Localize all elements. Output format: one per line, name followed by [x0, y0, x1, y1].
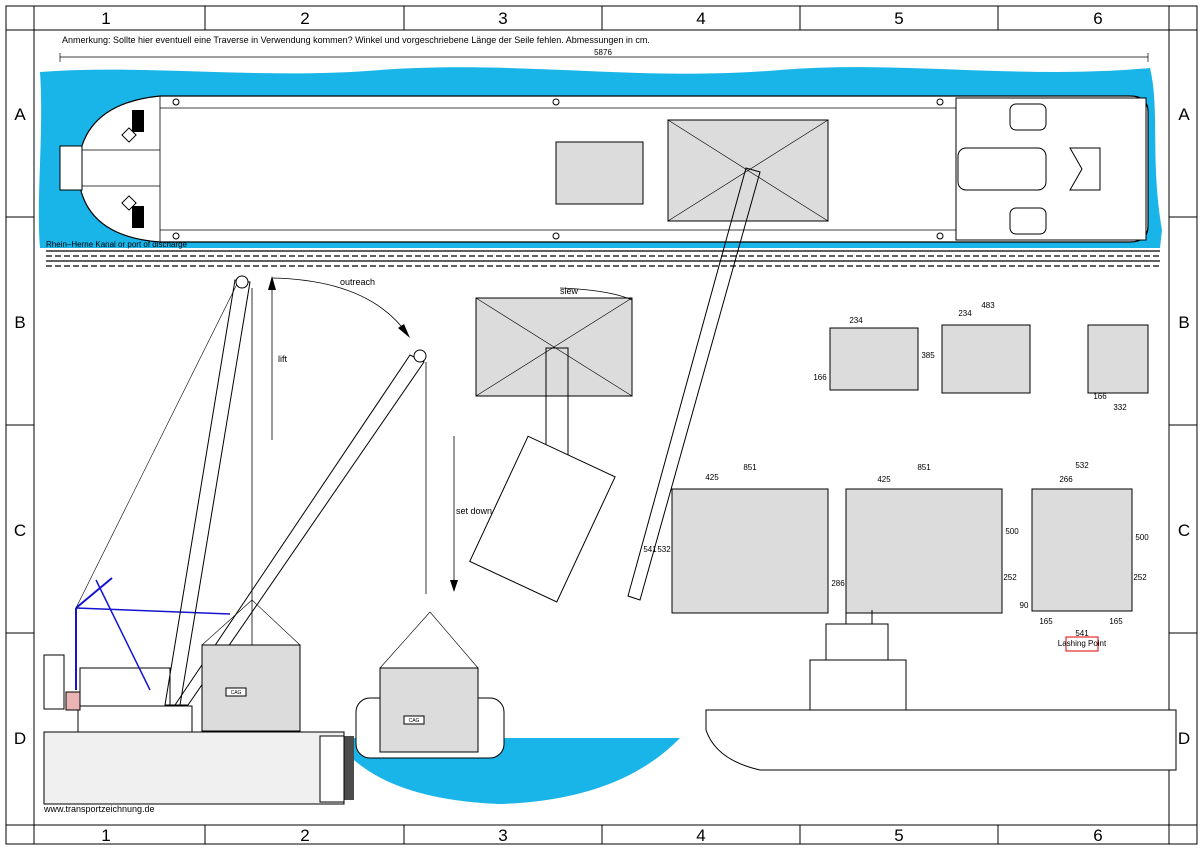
quay-ground — [43, 731, 345, 805]
column-label: 6 — [1093, 9, 1102, 28]
quay-edge-lines — [46, 250, 1160, 267]
large-dim: 500 — [1005, 527, 1019, 536]
large-dim: 425 — [877, 475, 891, 484]
column-label: 4 — [696, 9, 705, 28]
large-dim: 286 — [831, 579, 845, 588]
overall-length-dimension — [59, 53, 1149, 62]
row-label: C — [1178, 521, 1190, 540]
column-label: 5 — [894, 9, 903, 28]
small-dim: 234 — [849, 316, 863, 325]
cargo-lowered — [379, 667, 479, 753]
large-view-side — [1031, 488, 1133, 612]
motion-outreach-label: outreach — [340, 277, 375, 287]
small-view-3 — [1087, 324, 1149, 394]
column-label: 2 — [300, 826, 309, 845]
small-view-2 — [941, 324, 1031, 394]
row-labels-left: A B C D — [14, 105, 26, 748]
large-dim: 541 — [643, 545, 657, 554]
small-dim: 332 — [1113, 403, 1127, 412]
column-labels-bottom: 1 2 3 4 5 6 — [101, 826, 1102, 845]
large-dim: 541 — [1075, 629, 1089, 638]
large-dim: 500 — [1135, 533, 1149, 542]
large-dim: 266 — [1059, 475, 1073, 484]
cargo-on-quay — [201, 644, 301, 732]
row-label: C — [14, 521, 26, 540]
large-view-front — [671, 488, 829, 614]
large-view-mid — [845, 488, 1003, 614]
column-label: 4 — [696, 826, 705, 845]
small-dim: 483 — [981, 301, 995, 310]
barge-plan-view — [59, 95, 1149, 243]
cargo-code: CAG — [231, 690, 242, 696]
column-label: 5 — [894, 826, 903, 845]
column-label: 3 — [498, 826, 507, 845]
column-label: 3 — [498, 9, 507, 28]
large-dim: 90 — [1020, 601, 1029, 610]
crawler-crane — [43, 275, 427, 733]
overall-length-label: 5876 — [594, 48, 612, 57]
row-label: B — [1178, 313, 1189, 332]
cargo-on-barge-small — [555, 141, 644, 205]
drawing-frame — [5, 5, 1198, 845]
note-text: Anmerkung: Sollte hier eventuell eine Tr… — [62, 35, 650, 45]
row-label: D — [1178, 729, 1190, 748]
row-label: A — [14, 105, 26, 124]
lashing-point-box — [1065, 636, 1099, 652]
small-view-1 — [829, 327, 919, 391]
motion-lift-label: lift — [278, 354, 287, 364]
tug-vessel — [705, 606, 1177, 771]
small-dim: 234 — [958, 309, 972, 318]
row-label: D — [14, 729, 26, 748]
row-labels-right: A B C D — [1178, 105, 1190, 748]
large-dim: 252 — [1133, 573, 1147, 582]
large-dim: 165 — [1109, 617, 1123, 626]
column-label: 6 — [1093, 826, 1102, 845]
column-label: 1 — [101, 826, 110, 845]
large-dim: 851 — [743, 463, 757, 472]
location-label: Rhein–Herne Kanal or port of discharge — [46, 240, 188, 249]
small-dim: 385 — [921, 351, 935, 360]
website-label: www.transportzeichnung.de — [43, 804, 155, 814]
large-dim: 165 — [1039, 617, 1053, 626]
lashing-point-label: Lashing Point — [1058, 639, 1107, 648]
cargo-code: CAG — [409, 718, 420, 724]
large-dim: 851 — [917, 463, 931, 472]
small-dim: 166 — [813, 373, 827, 382]
large-dim: 532 — [1075, 461, 1089, 470]
large-dim: 425 — [705, 473, 719, 482]
motion-set-down-label: set down — [456, 506, 492, 516]
motion-slew-label: slew — [560, 286, 579, 296]
large-dim: 252 — [1003, 573, 1017, 582]
column-labels-top: 1 2 3 4 5 6 — [101, 9, 1102, 28]
small-dim: 166 — [1093, 392, 1107, 401]
column-label: 2 — [300, 9, 309, 28]
row-label: B — [14, 313, 25, 332]
large-dim: 532 — [657, 545, 671, 554]
column-label: 1 — [101, 9, 110, 28]
row-label: A — [1178, 105, 1190, 124]
